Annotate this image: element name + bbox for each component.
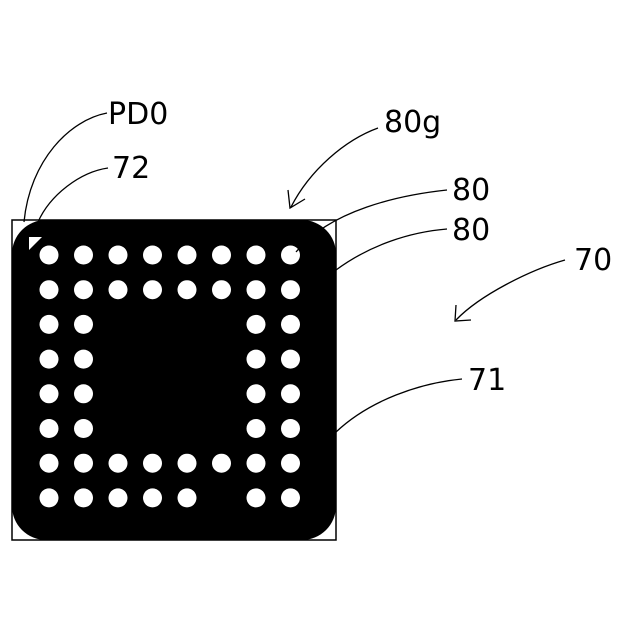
solder-ball xyxy=(178,454,197,473)
solder-ball xyxy=(40,350,59,369)
solder-ball xyxy=(109,454,128,473)
label-pd0: PD0 xyxy=(108,97,168,132)
arrowhead-80g xyxy=(288,190,305,208)
solder-ball xyxy=(247,350,266,369)
solder-ball xyxy=(178,280,197,299)
leader-71 xyxy=(336,379,462,432)
solder-ball xyxy=(74,315,93,334)
solder-ball xyxy=(74,419,93,438)
arrow-70 xyxy=(456,260,565,320)
solder-ball xyxy=(247,488,266,507)
solder-ball xyxy=(212,454,231,473)
solder-ball xyxy=(247,454,266,473)
solder-ball xyxy=(247,315,266,334)
label-80g: 80g xyxy=(384,105,441,140)
label-71: 71 xyxy=(468,363,506,398)
solder-ball xyxy=(74,280,93,299)
solder-ball xyxy=(247,280,266,299)
solder-ball xyxy=(40,315,59,334)
leader-pd0 xyxy=(24,113,107,222)
solder-ball xyxy=(40,488,59,507)
solder-ball xyxy=(40,384,59,403)
solder-ball xyxy=(40,454,59,473)
solder-ball xyxy=(109,488,128,507)
label-80-second: 80 xyxy=(452,213,490,248)
solder-ball xyxy=(74,246,93,265)
solder-ball xyxy=(109,280,128,299)
solder-ball xyxy=(109,246,128,265)
solder-ball xyxy=(281,315,300,334)
solder-ball xyxy=(40,280,59,299)
solder-ball xyxy=(281,454,300,473)
solder-ball xyxy=(212,246,231,265)
solder-ball xyxy=(74,384,93,403)
solder-ball xyxy=(74,454,93,473)
solder-ball xyxy=(40,419,59,438)
arrow-80g xyxy=(291,128,378,207)
solder-ball xyxy=(74,488,93,507)
solder-ball xyxy=(247,419,266,438)
label-72: 72 xyxy=(112,151,150,186)
leader-72 xyxy=(38,168,108,222)
leader-80b xyxy=(336,229,447,270)
solder-ball xyxy=(281,419,300,438)
label-70: 70 xyxy=(574,243,612,278)
solder-ball xyxy=(143,246,162,265)
solder-ball xyxy=(281,280,300,299)
solder-ball xyxy=(281,384,300,403)
solder-ball xyxy=(143,454,162,473)
solder-ball xyxy=(247,384,266,403)
solder-ball xyxy=(178,246,197,265)
solder-ball xyxy=(281,350,300,369)
solder-ball xyxy=(247,246,266,265)
solder-ball xyxy=(178,488,197,507)
solder-ball xyxy=(143,280,162,299)
solder-ball xyxy=(40,246,59,265)
label-80-first: 80 xyxy=(452,173,490,208)
solder-ball xyxy=(281,488,300,507)
solder-ball xyxy=(281,246,300,265)
solder-ball xyxy=(143,488,162,507)
solder-ball xyxy=(74,350,93,369)
solder-ball xyxy=(212,280,231,299)
